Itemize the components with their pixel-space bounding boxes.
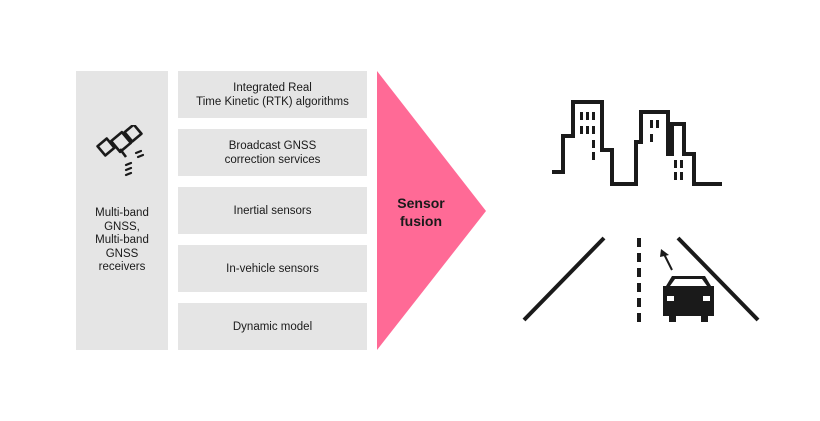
city-skyline-icon <box>552 100 722 186</box>
fusion-label: Sensor fusion <box>397 195 445 229</box>
source-correction-services: Broadcast GNSS correction services <box>178 129 367 176</box>
fusion-arrow <box>377 71 486 350</box>
satellite-icon <box>96 125 145 177</box>
source-rtk: Integrated Real Time Kinetic (RTK) algor… <box>178 71 367 118</box>
receiver-label: Multi-band GNSS, Multi-band GNSS receive… <box>95 207 149 273</box>
source-in-vehicle-sensors: In-vehicle sensors <box>178 245 367 292</box>
source-inertial-sensors: Inertial sensors <box>178 187 367 234</box>
receiver-panel: Multi-band GNSS, Multi-band GNSS receive… <box>76 71 168 350</box>
source-dynamic-model: Dynamic model <box>178 303 367 350</box>
road-car-icon <box>522 236 760 322</box>
